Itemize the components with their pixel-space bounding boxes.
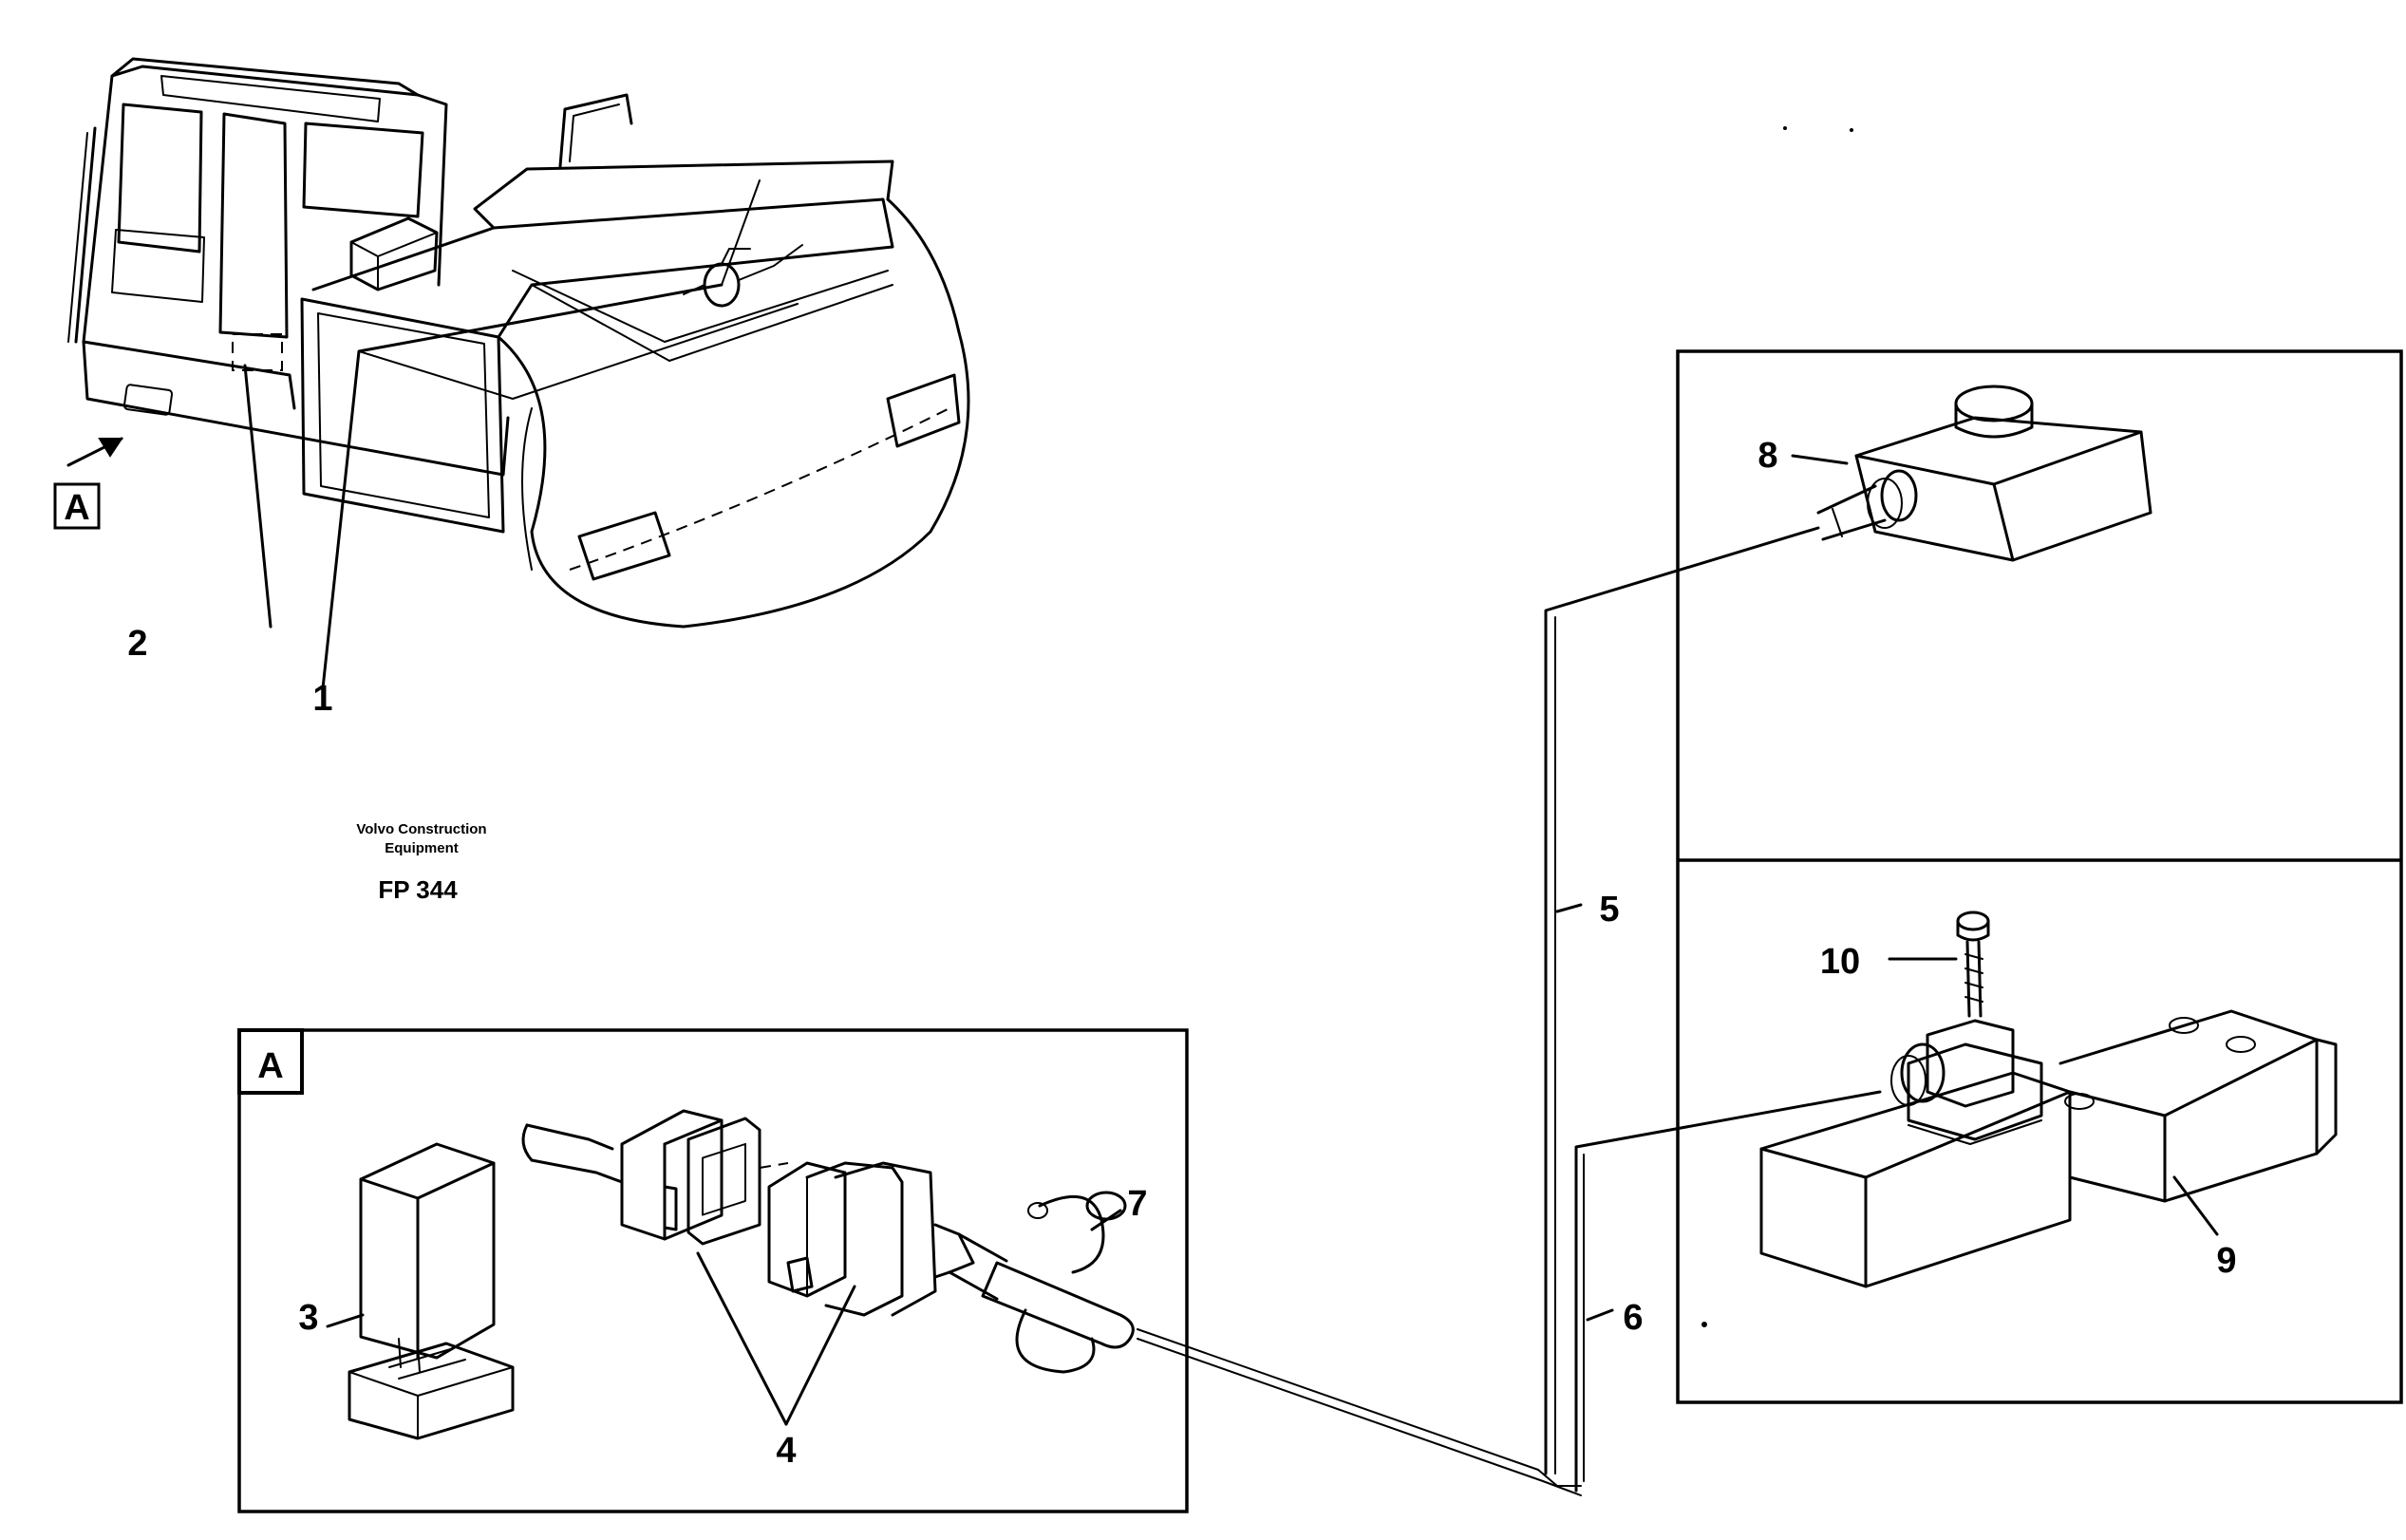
publisher-caption: Volvo Construction Equipment FP 344 [356,821,486,904]
detail-frame-label: A [257,1046,283,1086]
callout-7: 7 [1127,1184,1147,1224]
view-marker-a: A [53,482,101,530]
relay [348,1142,515,1440]
cable-runs [1137,526,1882,1496]
callout-9: 9 [2216,1241,2236,1281]
callout-10: 10 [1820,942,1860,982]
valve-block [1759,911,2338,1288]
callout-4: 4 [776,1431,796,1471]
publisher-line-1: Volvo Construction [356,821,486,837]
callout-3: 3 [298,1298,318,1338]
callout-8: 8 [1758,436,1777,476]
cable-tie [981,1191,1135,1374]
figure-code: FP 344 [378,875,458,904]
callout-1: 1 [312,679,332,719]
publisher-line-2: Equipment [385,840,459,856]
view-marker-label: A [64,488,89,528]
callout-2: 2 [127,624,147,664]
callout-6: 6 [1623,1298,1643,1338]
right-detail-frames: 8 10 9 [1676,349,2403,1404]
tank-sensor [1816,385,2152,562]
detail-frame-a: A 3 [237,1028,1189,1513]
connector-assembly [521,1109,1008,1317]
excavator-illustration [66,57,970,690]
callout-5: 5 [1599,890,1619,930]
